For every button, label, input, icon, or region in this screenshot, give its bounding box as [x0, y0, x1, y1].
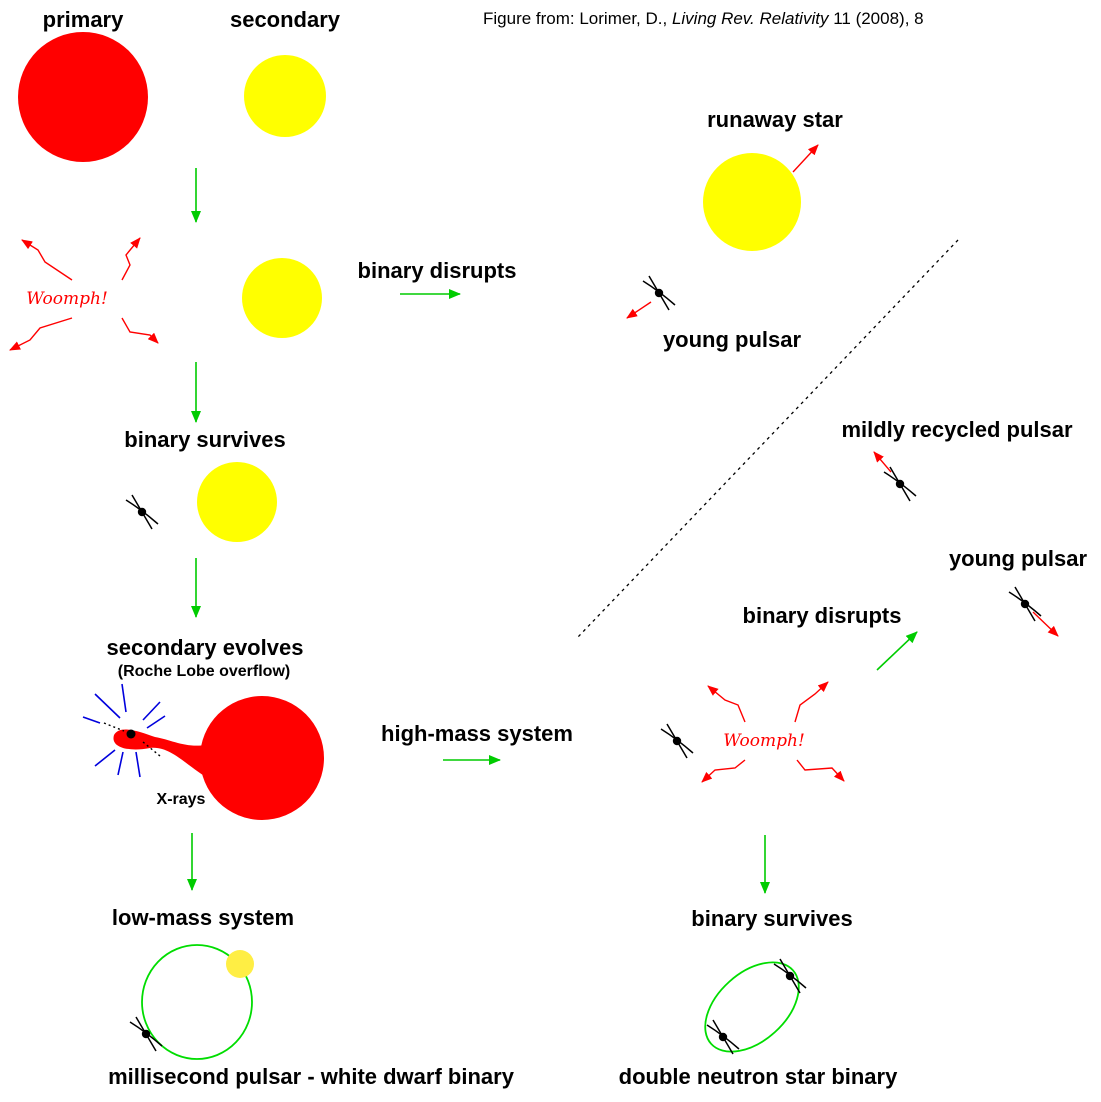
pulsar-icon: [883, 466, 917, 502]
white-dwarf: [226, 950, 254, 978]
label-secondary-evolves: secondary evolves: [107, 635, 304, 660]
label-young-pulsar-top: young pulsar: [663, 327, 802, 352]
woomph-text-right: Woomph!: [723, 731, 805, 751]
label-young-pulsar-right: young pulsar: [949, 546, 1088, 571]
primary-star: [18, 32, 148, 162]
label-high-mass-system: high-mass system: [381, 721, 573, 746]
label-runaway-star: runaway star: [707, 107, 843, 132]
pulsar-kick-arrow-top: [626, 301, 652, 319]
secondary-star-bound: [197, 462, 277, 542]
flow-arrow-disrupt-right: [876, 631, 918, 671]
orbit-dns: [704, 961, 800, 1053]
explosion-icon: [701, 681, 845, 783]
pulsar-icon: [125, 494, 159, 530]
x-ray-lines: [82, 683, 166, 778]
secondary-star: [244, 55, 326, 137]
runaway-kick-arrow: [792, 144, 819, 173]
pulsar-icon: [706, 1019, 740, 1055]
accreting-pulsar: [126, 729, 136, 739]
young-pulsar-kick-arrow: [1032, 611, 1059, 637]
label-binary-disrupts-right: binary disrupts: [743, 603, 902, 628]
secondary-star-after-sn: [242, 258, 322, 338]
recycled-kick-arrow: [873, 451, 892, 473]
mass-transfer-stream: [113, 729, 212, 780]
figure-credit: Figure from: Lorimer, D., Living Rev. Re…: [483, 9, 924, 28]
label-x-rays: X-rays: [157, 791, 206, 808]
pulsar-icon: [773, 958, 807, 994]
runaway-star: [703, 153, 801, 251]
woomph-text-left: Woomph!: [26, 289, 108, 309]
label-msp-wd-binary: millisecond pulsar - white dwarf binary: [108, 1064, 515, 1089]
label-binary-survives-left: binary survives: [124, 427, 285, 452]
label-binary-survives-right: binary survives: [691, 906, 852, 931]
label-mildly-recycled-pulsar: mildly recycled pulsar: [841, 417, 1073, 442]
pulsar-icon: [660, 723, 694, 759]
giant-star: [200, 696, 324, 820]
label-low-mass-system: low-mass system: [112, 905, 294, 930]
label-primary: primary: [43, 7, 124, 32]
label-roche-lobe: (Roche Lobe overflow): [118, 663, 290, 680]
label-secondary: secondary: [230, 7, 341, 32]
orbit-msp-wd: [141, 944, 253, 1060]
explosion-icon: [9, 237, 159, 351]
label-dns-binary: double neutron star binary: [619, 1064, 898, 1089]
divider-line: [577, 239, 959, 638]
label-binary-disrupts-top: binary disrupts: [358, 258, 517, 283]
accretion-system: [82, 683, 324, 820]
